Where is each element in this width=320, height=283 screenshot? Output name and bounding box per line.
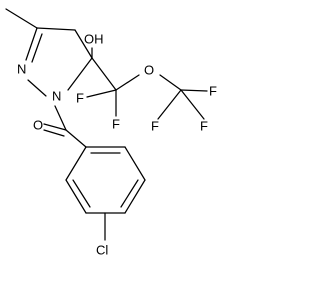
bond-ar-5-6 (65, 179, 87, 214)
bond-c3-c4 (36, 27, 76, 31)
bond-ar-inner-b (120, 179, 139, 208)
bond-methyl (5, 8, 38, 29)
bond-n1-carbonyl (54, 105, 67, 131)
bond-ar-2-3 (124, 146, 146, 181)
bond-n1-c5 (67, 57, 93, 91)
structure-canvas: N N OH O O F F F F F Cl (5, 8, 217, 257)
atom-label-n-ring-acyl: N (52, 88, 61, 103)
bond-cf2-fa (86, 89, 117, 98)
bond-cf3-fd (180, 89, 205, 120)
chemical-structure-drawing: N N OH O O F F F F F Cl (5, 8, 217, 257)
bond-c3-n2-double-inner (31, 33, 43, 63)
bond-n2-n1 (27, 79, 47, 97)
bond-carbonyl-o-double-a (43, 123, 67, 131)
bond-ar-6-1 (65, 146, 87, 181)
bond-carbonyl-ring (65, 129, 87, 148)
atom-label-o-ether: O (144, 62, 154, 77)
atom-label-cl: Cl (96, 242, 108, 257)
atom-label-f-d: F (200, 118, 208, 133)
bond-oether-cf3 (159, 74, 182, 91)
atom-label-f-b: F (112, 116, 120, 131)
bond-c5-cf2 (91, 57, 117, 91)
atom-label-f-a: F (76, 90, 84, 105)
atom-label-f-e: F (209, 83, 217, 98)
atom-label-f-c: F (151, 118, 159, 133)
bond-carbonyl-o-double-b (43, 129, 65, 137)
bond-c3-n2-double (25, 27, 38, 61)
bond-c4-c5 (74, 29, 93, 59)
bond-ar-inner-c (72, 179, 91, 208)
bond-cf3-fc (157, 89, 182, 120)
atom-label-layer: N N OH O O F F F F F Cl (17, 31, 217, 257)
atom-label-oh: OH (84, 31, 104, 46)
bond-cf3-fe (180, 89, 208, 92)
atom-label-o-carbonyl: O (33, 117, 43, 132)
bond-layer (5, 8, 208, 241)
bond-ar-3-4 (124, 179, 146, 214)
bond-cf2-oether (115, 74, 140, 91)
atom-label-n-ring-top: N (17, 61, 26, 76)
